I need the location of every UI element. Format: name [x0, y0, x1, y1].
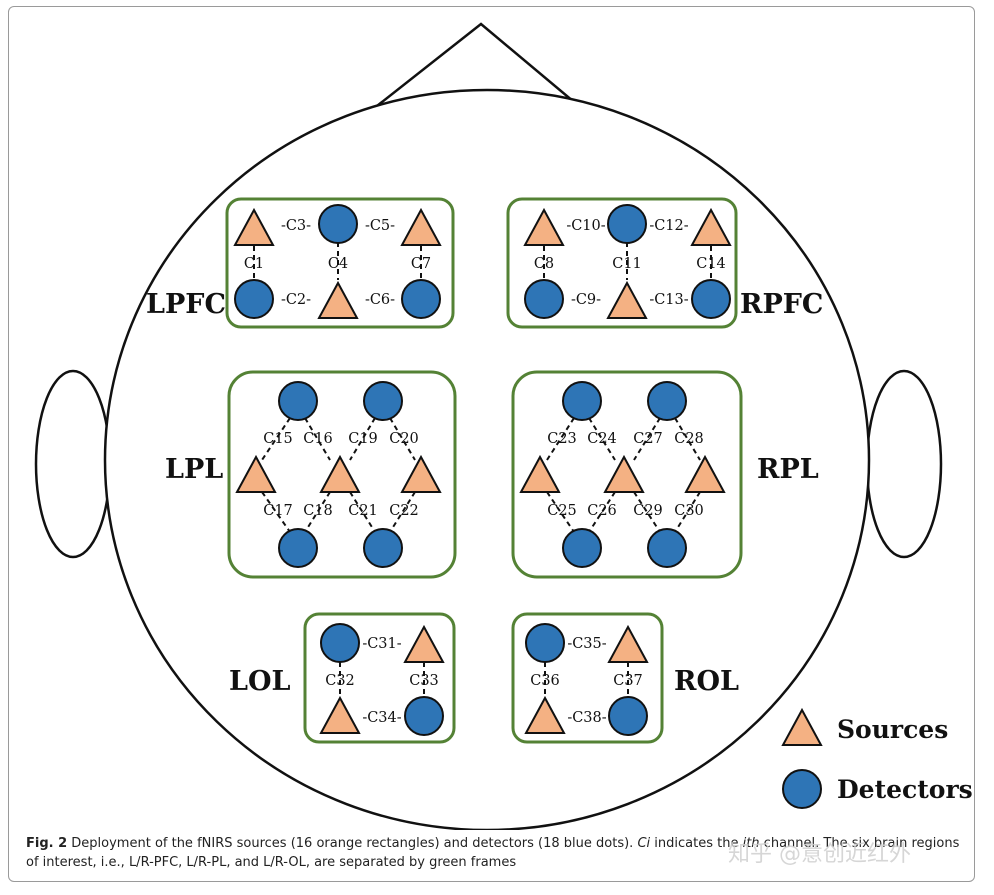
channel-label-c11: C11 — [612, 256, 642, 272]
detector-marker — [363, 528, 403, 568]
channel-label-c1: C1 — [244, 256, 264, 272]
detector-marker — [691, 279, 731, 319]
figure-caption: Fig. 2 Deployment of the fNIRS sources (… — [26, 834, 966, 872]
detector-marker — [647, 381, 687, 421]
legend-source-icon — [782, 709, 822, 746]
caption-ith: ith — [742, 836, 760, 851]
channel-label-c35: -C35- — [567, 636, 606, 652]
channel-label-c36: C36 — [530, 673, 560, 689]
channel-label-c37: C37 — [613, 673, 643, 689]
channel-label-c29: C29 — [633, 503, 663, 519]
region-label-lol: LOL — [229, 666, 291, 697]
channel-label-c16: C16 — [303, 431, 333, 447]
detector-marker — [320, 623, 360, 663]
region-label-rpl: RPL — [757, 454, 819, 485]
fnirs-layout-diagram: -C3- -C5- C1 C4 C7 -C2- -C6- -C10- -C12-… — [34, 22, 973, 830]
frame-rpl — [511, 370, 743, 579]
channel-label-c10: -C10- — [566, 218, 605, 234]
channel-label-c3: -C3- — [281, 218, 311, 234]
head-outline — [103, 88, 871, 830]
frame-lpfc — [225, 197, 455, 329]
channel-label-c13: -C13- — [649, 292, 688, 308]
detector-marker — [318, 204, 358, 244]
caption-text-3: channel. The six brain regions of intere… — [26, 836, 960, 870]
region-label-rpfc: RPFC — [740, 289, 823, 320]
channel-label-c4: C4 — [328, 256, 348, 272]
detector-marker — [525, 623, 565, 663]
frame-lpl — [227, 370, 457, 579]
caption-text-1: Deployment of the fNIRS sources (16 oran… — [67, 836, 638, 851]
region-label-rol: ROL — [674, 666, 739, 697]
channel-connectors — [253, 242, 712, 698]
detector-marker — [647, 528, 687, 568]
channel-label-c12: -C12- — [649, 218, 688, 234]
detector-marker — [608, 696, 648, 736]
right-ear — [865, 369, 943, 559]
legend-detectors-label: Detectors — [837, 775, 973, 804]
legend-detector-icon — [782, 769, 822, 809]
detector-marker — [404, 696, 444, 736]
left-ear — [34, 369, 112, 559]
detector-marker — [363, 381, 403, 421]
channel-label-c22: C22 — [389, 503, 419, 519]
detector-marker — [562, 381, 602, 421]
channel-label-c38: -C38- — [567, 710, 606, 726]
caption-text-2: indicates the — [650, 836, 743, 851]
channel-label-c27: C27 — [633, 431, 663, 447]
channel-label-c25: C25 — [547, 503, 577, 519]
channel-label-c26: C26 — [587, 503, 617, 519]
detector-marker — [234, 279, 274, 319]
channel-label-c33: C33 — [409, 673, 439, 689]
channel-label-c6: -C6- — [365, 292, 395, 308]
channel-label-c32: C32 — [325, 673, 355, 689]
channel-label-c5: -C5- — [365, 218, 395, 234]
channel-label-c19: C19 — [348, 431, 378, 447]
region-label-lpl: LPL — [165, 454, 223, 485]
detector-marker — [562, 528, 602, 568]
legend-sources-label: Sources — [837, 715, 948, 744]
channel-label-c30: C30 — [674, 503, 704, 519]
detector-marker — [278, 381, 318, 421]
channel-label-c24: C24 — [587, 431, 617, 447]
channel-label-c8: C8 — [534, 256, 554, 272]
channel-label-c34: -C34- — [362, 710, 401, 726]
frame-lol — [303, 612, 456, 744]
figure-frame — [8, 6, 975, 882]
channel-label-c20: C20 — [389, 431, 419, 447]
channel-label-c21: C21 — [348, 503, 378, 519]
channel-label-c7: C7 — [411, 256, 431, 272]
channel-label-c28: C28 — [674, 431, 704, 447]
detector-marker — [607, 204, 647, 244]
frame-rol — [511, 612, 664, 744]
caption-fig-number: Fig. 2 — [26, 836, 68, 851]
channel-label-c14: C14 — [696, 256, 726, 272]
detector-marker — [278, 528, 318, 568]
channel-label-c17: C17 — [263, 503, 293, 519]
watermark: 知乎 @意创近红外 — [728, 842, 911, 867]
frame-rpfc — [506, 197, 738, 329]
region-label-lpfc: LPFC — [146, 289, 226, 320]
channel-label-c31: -C31- — [362, 636, 401, 652]
channel-label-c18: C18 — [303, 503, 333, 519]
detector-marker — [524, 279, 564, 319]
caption-ci: Ci — [637, 836, 651, 851]
detector-marker — [401, 279, 441, 319]
channel-label-c23: C23 — [547, 431, 577, 447]
channel-label-c9: -C9- — [571, 292, 601, 308]
channel-label-c2: -C2- — [281, 292, 311, 308]
channel-label-c15: C15 — [263, 431, 293, 447]
